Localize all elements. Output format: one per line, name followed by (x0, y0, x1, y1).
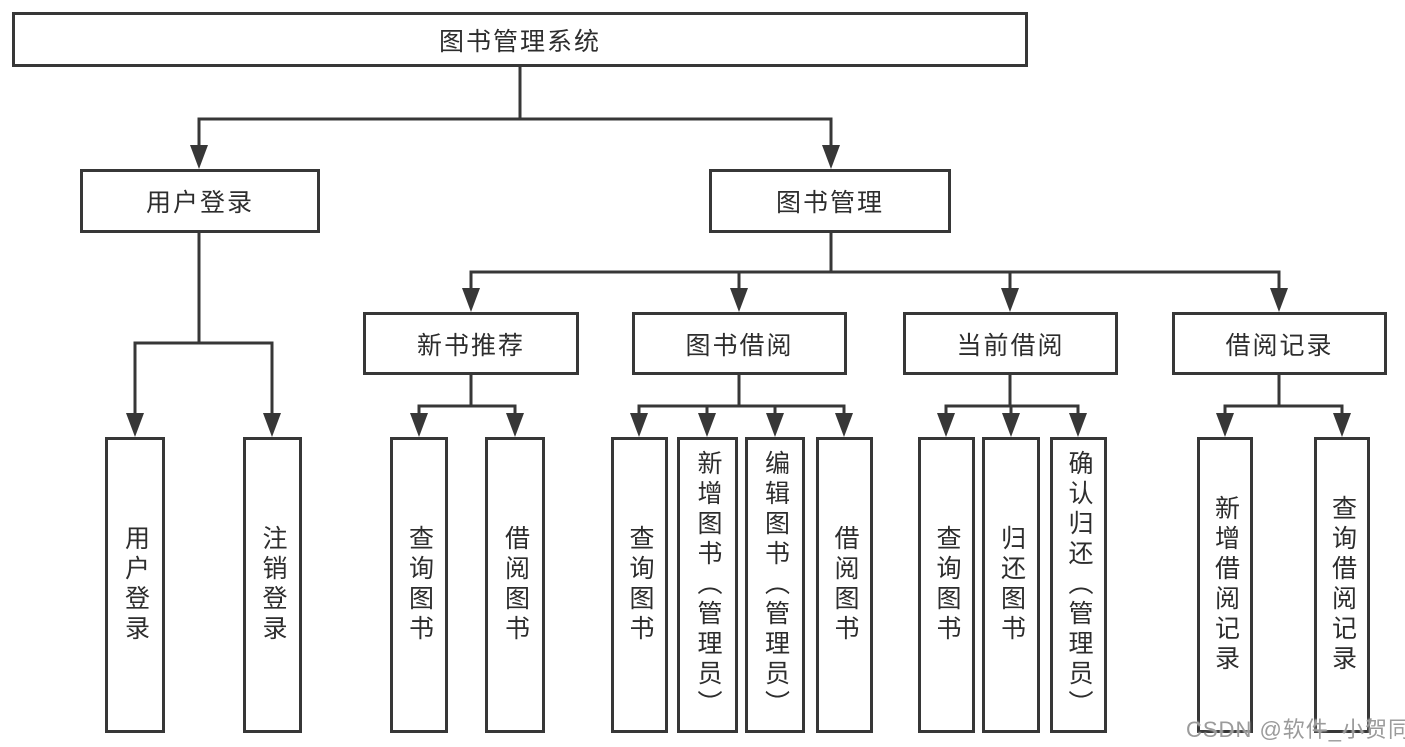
leaf-logout-label: 注销登录 (259, 525, 287, 645)
connector-book-borrow-children (630, 373, 853, 437)
node-book-management: 图书管理 (709, 169, 951, 233)
leaf-return-books: 归还图书 (982, 437, 1040, 733)
leaf-edit-book-admin: 编辑图书（管理员） (745, 437, 805, 733)
node-new-book-recommend: 新书推荐 (363, 312, 579, 375)
leaf-user-login: 用户登录 (105, 437, 165, 733)
leaf-query-books-borrow: 查询图书 (611, 437, 668, 733)
node-user-login: 用户登录 (80, 169, 320, 233)
node-book-borrow-label: 图书借阅 (685, 331, 794, 360)
leaf-query-borrow-record: 查询借阅记录 (1314, 437, 1370, 733)
node-root-label: 图书管理系统 (438, 27, 601, 56)
leaf-query-borrow-record-label: 查询借阅记录 (1328, 495, 1357, 675)
leaf-borrow-books-recommend: 借阅图书 (485, 437, 545, 733)
connector-new-book-recommend-children (410, 373, 524, 437)
leaf-user-login-label: 用户登录 (121, 525, 150, 645)
leaf-query-books-borrow-label: 查询图书 (626, 525, 654, 645)
connector-borrow-records-children (1216, 373, 1351, 437)
leaf-add-book-admin-label: 新增图书（管理员） (694, 450, 722, 720)
leaf-query-books-recommend-label: 查询图书 (405, 525, 434, 645)
connector-current-borrow-children (937, 373, 1087, 437)
node-current-borrow: 当前借阅 (903, 312, 1118, 375)
node-user-login-label: 用户登录 (145, 189, 254, 217)
node-borrow-records: 借阅记录 (1172, 312, 1387, 375)
leaf-borrow-books-recommend-label: 借阅图书 (501, 525, 530, 645)
leaf-borrow-books-label: 借阅图书 (831, 525, 859, 645)
leaf-confirm-return-admin-label: 确认归还（管理员） (1065, 450, 1093, 720)
node-book-borrow: 图书借阅 (632, 312, 847, 375)
leaf-borrow-books: 借阅图书 (816, 437, 873, 733)
connector-root-to-level2 (190, 65, 840, 169)
connector-user-login-children (126, 231, 281, 437)
leaf-add-borrow-record: 新增借阅记录 (1197, 437, 1253, 733)
watermark: CSDN @软件_小贺同学 (1186, 717, 1405, 742)
node-book-management-label: 图书管理 (775, 189, 884, 217)
node-borrow-records-label: 借阅记录 (1225, 331, 1334, 360)
leaf-logout: 注销登录 (243, 437, 302, 733)
leaf-return-books-label: 归还图书 (997, 525, 1026, 645)
leaf-add-borrow-record-label: 新增借阅记录 (1211, 495, 1240, 675)
leaf-query-books-current-label: 查询图书 (933, 525, 961, 645)
connector-book-management-children (462, 231, 1288, 312)
leaf-edit-book-admin-label: 编辑图书（管理员） (761, 450, 790, 720)
node-new-book-recommend-label: 新书推荐 (416, 331, 525, 360)
leaf-query-books-current: 查询图书 (918, 437, 975, 733)
node-current-borrow-label: 当前借阅 (956, 331, 1065, 360)
leaf-add-book-admin: 新增图书（管理员） (677, 437, 738, 733)
leaf-query-books-recommend: 查询图书 (390, 437, 448, 733)
leaf-confirm-return-admin: 确认归还（管理员） (1050, 437, 1107, 733)
node-root-system: 图书管理系统 (12, 12, 1028, 67)
